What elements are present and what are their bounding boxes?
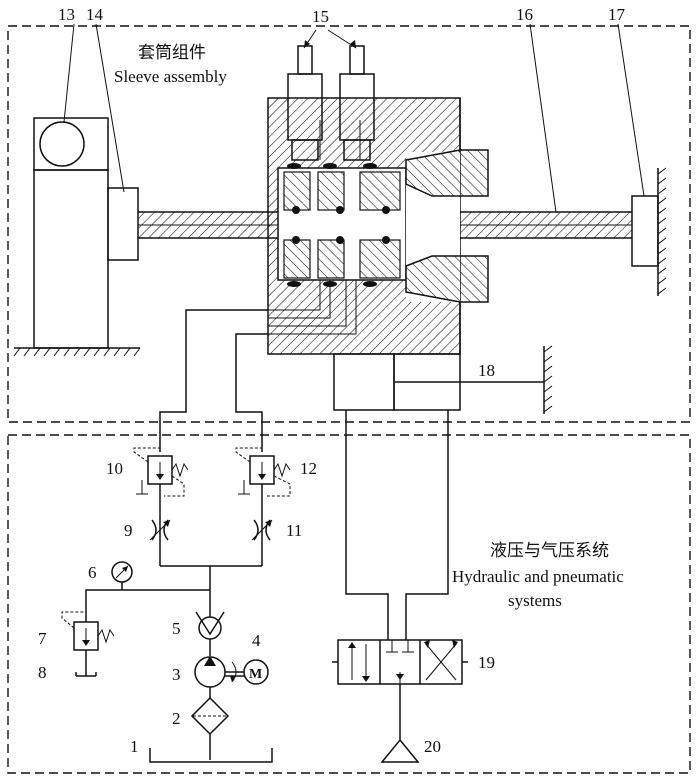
label-11: 11 <box>286 521 302 540</box>
label-8: 8 <box>38 663 47 682</box>
branch-line <box>85 589 210 622</box>
relief-valve-7 <box>61 611 115 677</box>
label-10: 10 <box>106 459 123 478</box>
coupling <box>107 187 139 261</box>
label-17: 17 <box>608 5 626 24</box>
valve-lines <box>159 484 263 612</box>
drive-motor-stand <box>13 117 141 357</box>
label-3: 3 <box>172 665 181 684</box>
label-12: 12 <box>300 459 317 478</box>
electric-motor: M <box>243 659 269 685</box>
motor-symbol: M <box>249 667 262 682</box>
throttle-valve-9 <box>149 519 171 541</box>
label-9: 9 <box>124 521 133 540</box>
hydraulic-caption-en2: systems <box>508 591 562 610</box>
pneumatic-cylinder <box>333 345 553 414</box>
label-13: 13 <box>58 5 75 24</box>
label-14: 14 <box>86 5 104 24</box>
label-4: 4 <box>252 631 261 650</box>
pressure-valve-10 <box>133 447 189 497</box>
pressure-valve-12 <box>235 447 291 497</box>
filter <box>190 696 230 760</box>
hydraulic-caption-cn: 液压与气压系统 <box>490 541 609 560</box>
label-6: 6 <box>88 563 97 582</box>
hydraulic-pump <box>194 656 244 698</box>
label-15: 15 <box>312 7 329 26</box>
label-7: 7 <box>38 629 47 648</box>
throttle-valve-11 <box>251 519 273 541</box>
label-16: 16 <box>516 5 533 24</box>
label-5: 5 <box>172 619 181 638</box>
oil-tank <box>149 748 273 763</box>
directional-valve <box>332 639 468 740</box>
label-18: 18 <box>478 361 495 380</box>
label-2: 2 <box>172 709 181 728</box>
sleeve-assembly-box <box>7 25 691 423</box>
label-19: 19 <box>478 653 495 672</box>
leader-lines <box>63 23 645 213</box>
sleeve-caption-en: Sleeve assembly <box>114 67 227 86</box>
hydraulic-system-box <box>7 434 691 774</box>
sleeve-housing <box>267 97 489 355</box>
label-20: 20 <box>424 737 441 756</box>
pressure-gauge <box>111 561 133 590</box>
sleeve-caption-cn: 套筒组件 <box>138 43 206 62</box>
hydraulic-pipes <box>159 309 268 452</box>
fixed-support <box>631 167 667 296</box>
pneumatic-pipes <box>345 410 449 640</box>
hydraulic-caption-en1: Hydraulic and pneumatic <box>452 567 624 586</box>
air-source <box>380 738 420 763</box>
check-valve <box>195 611 225 656</box>
label-1: 1 <box>130 737 139 756</box>
